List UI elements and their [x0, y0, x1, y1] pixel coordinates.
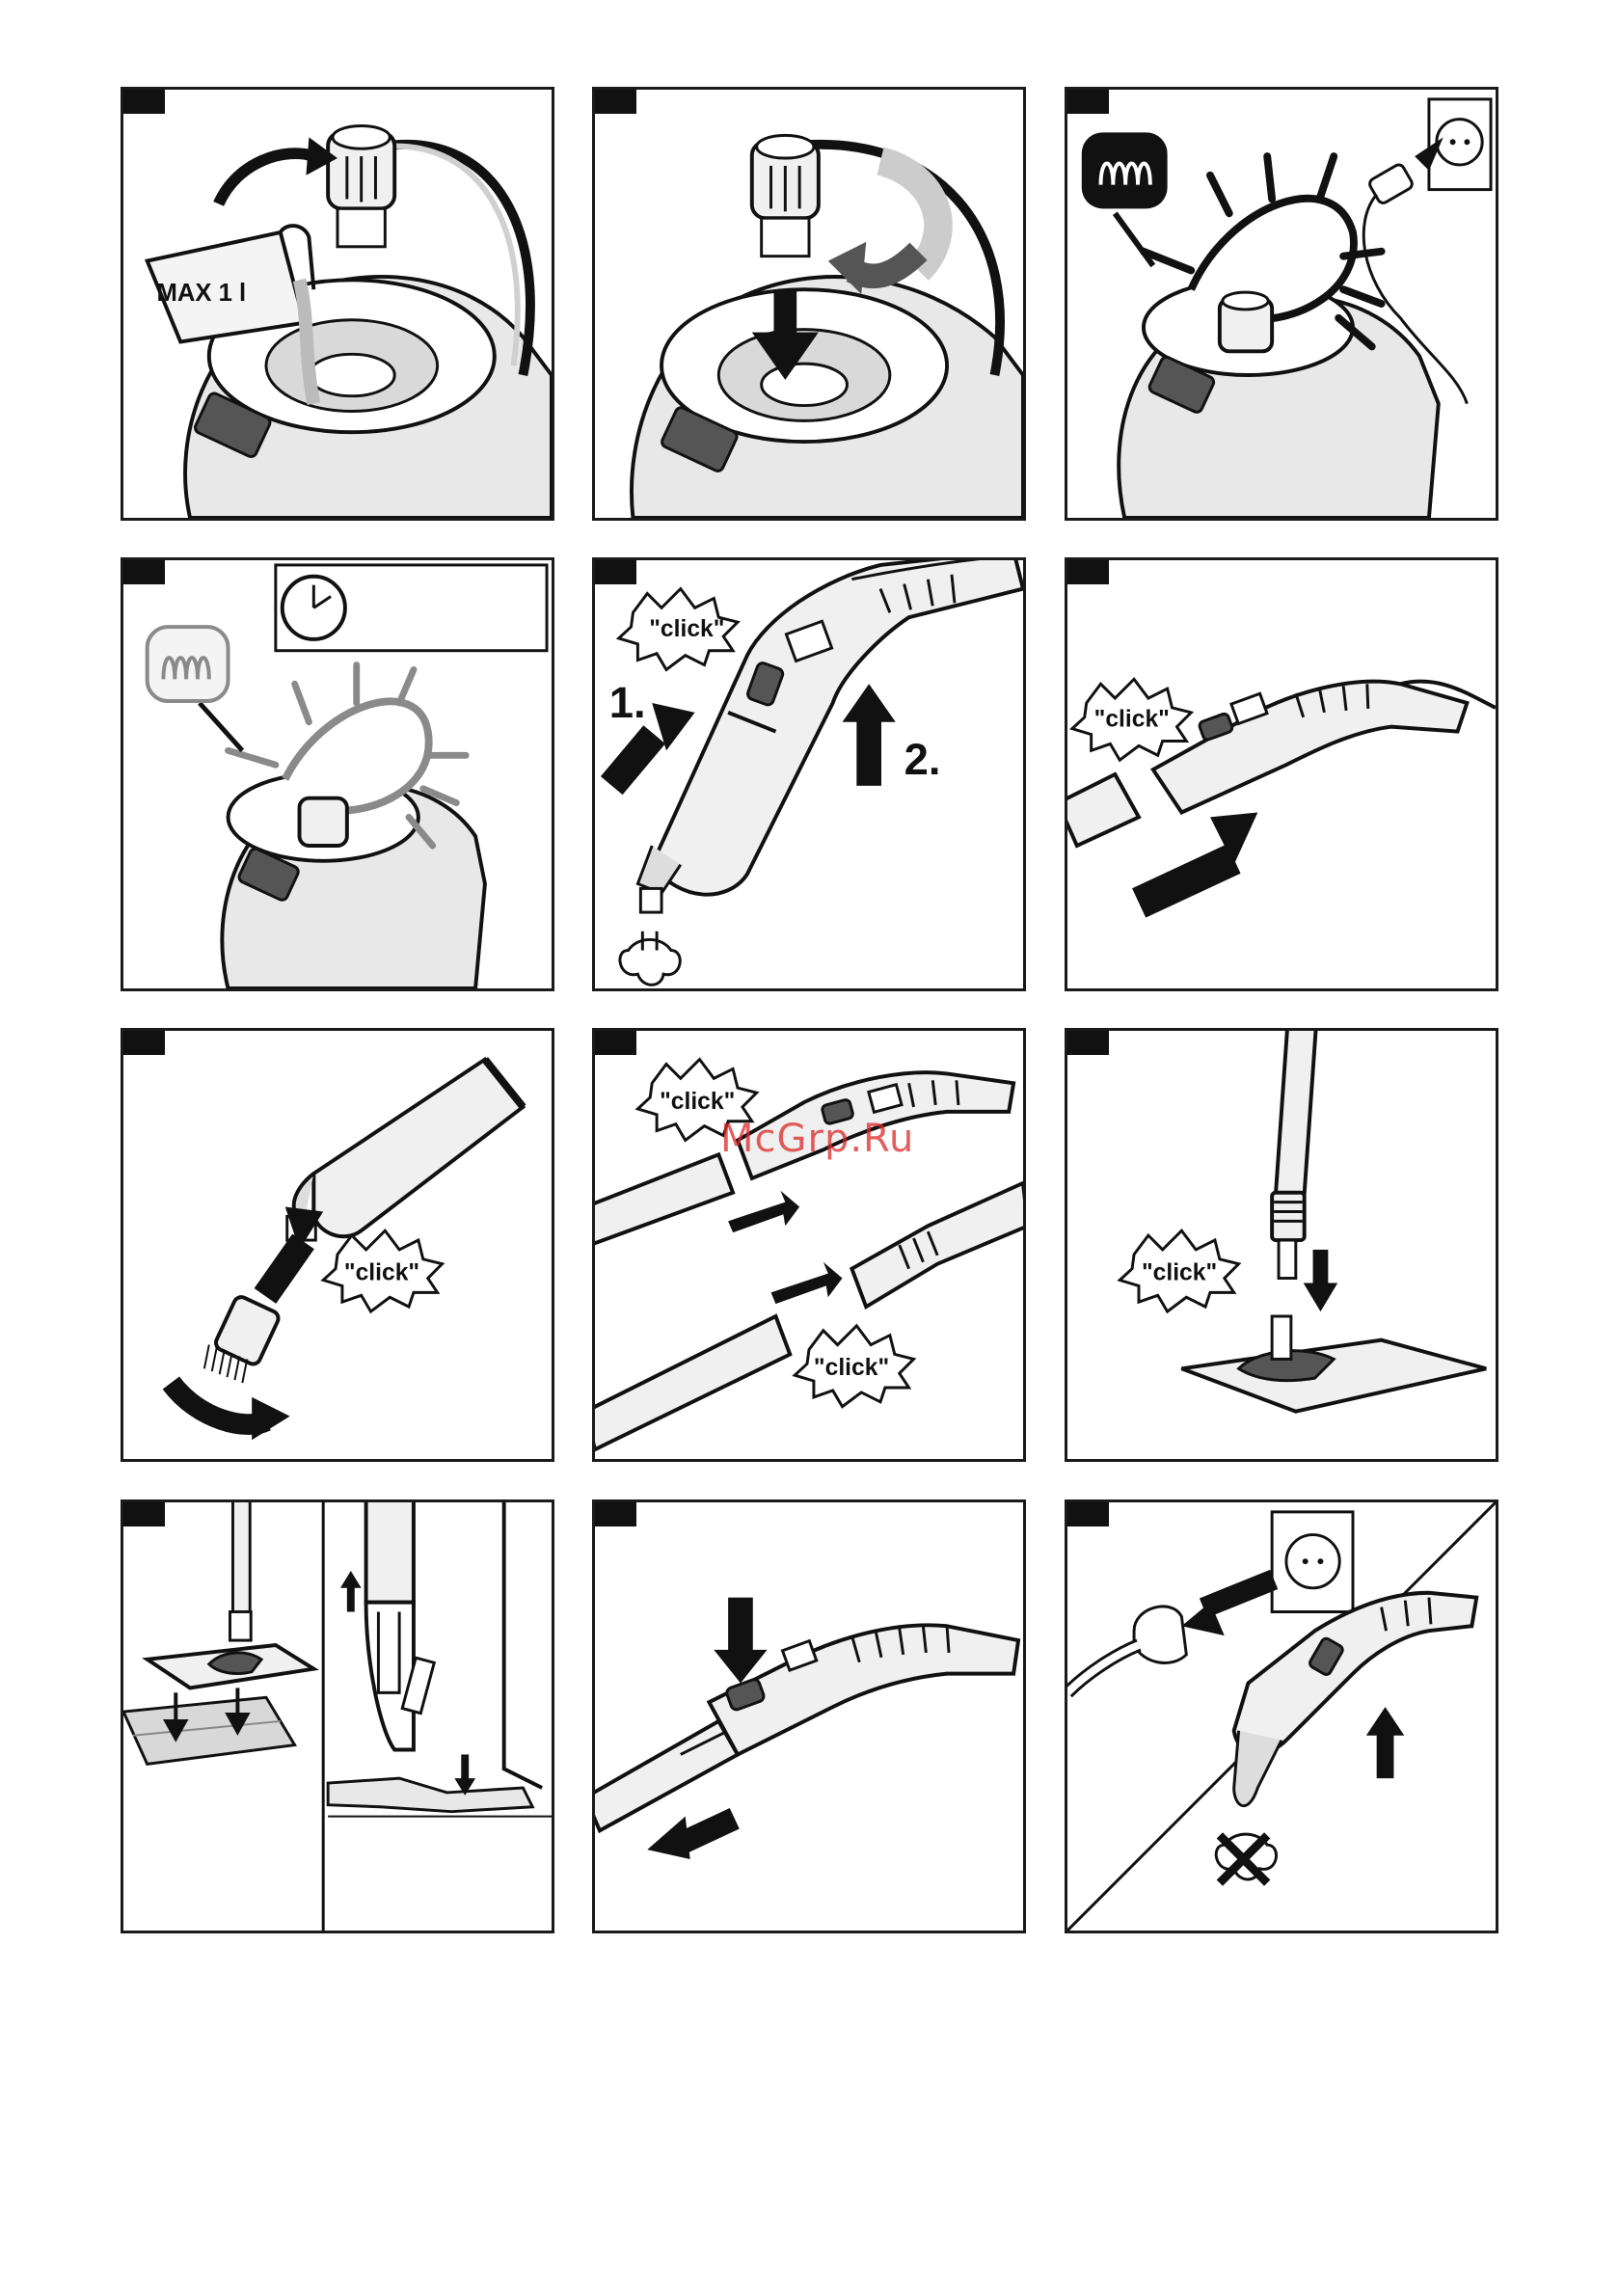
heater-icon	[1082, 132, 1168, 265]
unplug-illustration	[1067, 1502, 1496, 1931]
plug-in-illustration	[1067, 90, 1496, 518]
click-label-top: "click"	[660, 1089, 735, 1115]
connect-tubes-illustration: "click" "click"	[595, 1031, 1023, 1459]
panel-connect-tubes: "click" "click"	[592, 1028, 1026, 1462]
close-cap-illustration	[595, 90, 1023, 518]
connect-extension-illustration: "click"	[1067, 560, 1496, 988]
panel-attach-cloth	[121, 1499, 554, 1933]
attach-handle-illustration: "click" 1. 2.	[595, 560, 1023, 988]
panel-attach-brush: "click"	[121, 1028, 554, 1462]
attach-floor-nozzle-illustration: "click"	[1067, 1031, 1496, 1459]
wait-heating-illustration	[123, 560, 552, 988]
attach-brush-illustration: "click"	[123, 1031, 552, 1459]
panel-plug-in-heat	[1065, 87, 1498, 521]
panel-wait-heating	[121, 557, 554, 991]
step-one-label: 1.	[609, 678, 646, 727]
clock-icon	[283, 577, 345, 639]
panel-attach-nozzle-handle: "click" 1. 2.	[592, 557, 1026, 991]
panel-close-cap	[592, 87, 1026, 521]
fill-water-illustration: MAX 1 l	[123, 90, 552, 518]
click-label: "click"	[1142, 1260, 1217, 1286]
panel-fill-water: MAX 1 l	[121, 87, 554, 521]
click-label: "click"	[649, 616, 724, 642]
click-label: "click"	[344, 1260, 419, 1286]
heater-icon	[148, 627, 243, 750]
panel-attach-floor-nozzle: "click"	[1065, 1028, 1498, 1462]
max-volume-label: MAX 1 l	[157, 280, 247, 307]
watermark: McGrp.Ru	[720, 1117, 914, 1161]
panel-unplug	[1065, 1499, 1498, 1933]
click-label: "click"	[1094, 707, 1170, 733]
step-two-label: 2.	[904, 735, 941, 784]
panel-detach-handle	[592, 1499, 1026, 1933]
click-label-bottom: "click"	[814, 1355, 889, 1381]
attach-cloth-illustration	[123, 1502, 552, 1931]
detach-handle-illustration	[595, 1502, 1023, 1931]
panel-connect-extension: "click"	[1065, 557, 1498, 991]
no-steam-icon	[1216, 1834, 1276, 1883]
